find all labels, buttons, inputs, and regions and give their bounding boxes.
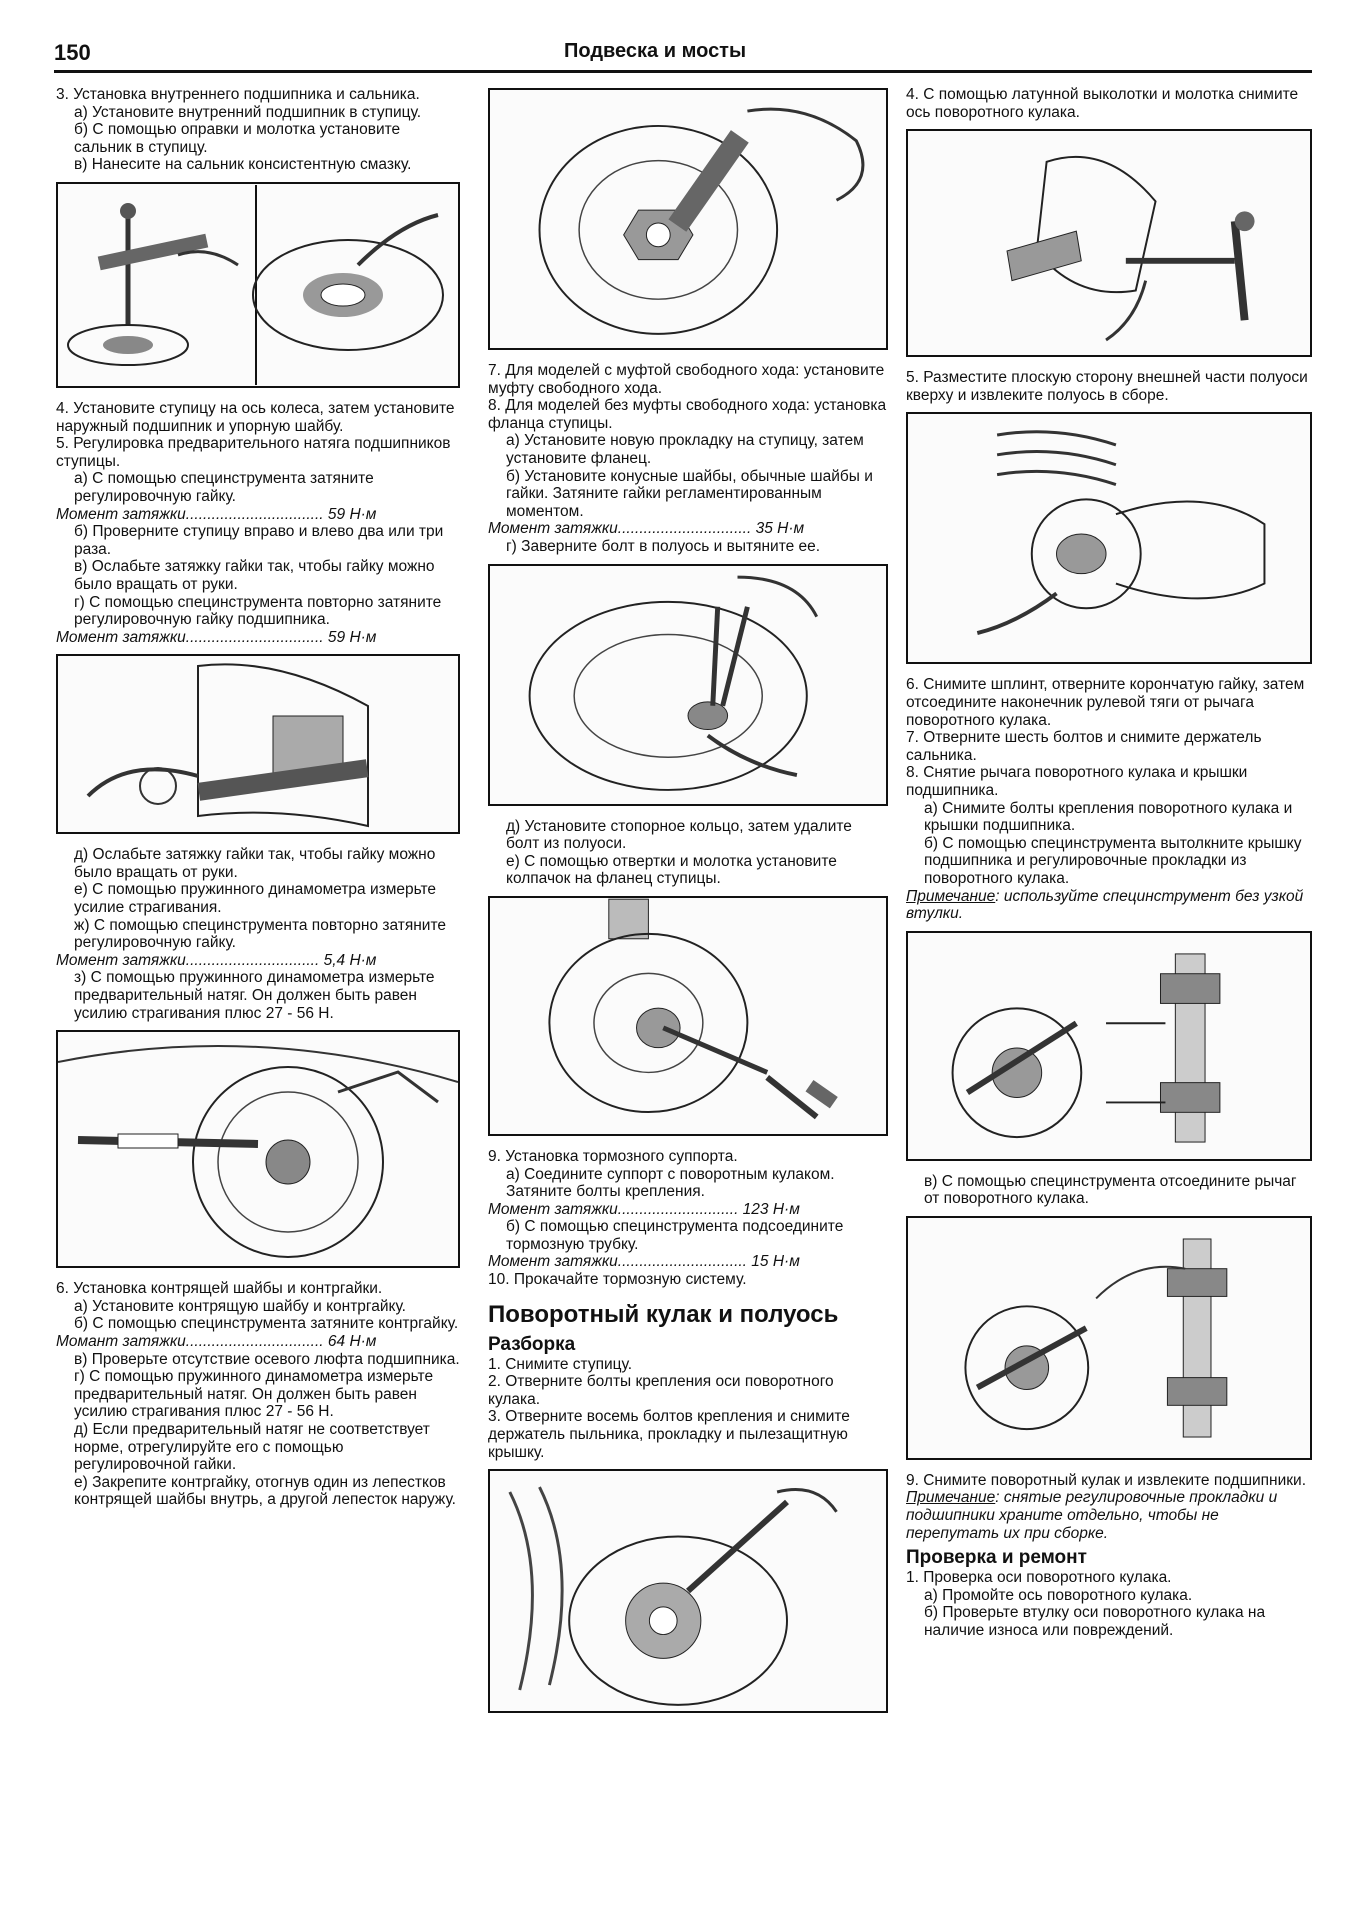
figure-spindle-removal xyxy=(906,129,1312,358)
step-10: 10. Прокачайте тормозную систему. xyxy=(488,1271,747,1289)
disassembly-6: 6. Снимите шплинт, отверните корончатую … xyxy=(906,676,1305,729)
inspection-1b: б) Проверьте втулку оси поворотного кула… xyxy=(924,1604,1266,1640)
column-middle: 7. Для моделей с муфтой свободного хода:… xyxy=(488,78,888,1725)
step-4: 4. Установите ступицу на ось колеса, зат… xyxy=(56,399,455,435)
note-1: Примечание: используйте специнструмент б… xyxy=(906,888,1312,923)
step-3: 3. Установка внутреннего подшипника и са… xyxy=(56,86,420,103)
torque-35: Момент затяжки..........................… xyxy=(488,520,805,538)
note-1-label: Примечание xyxy=(906,887,996,905)
step-3b: б) С помощью оправки и молотка установит… xyxy=(74,121,401,156)
disassembly-4: 4. С помощью латунной выколотки и молотк… xyxy=(906,86,1299,121)
spindle-removal-illustration xyxy=(1006,156,1255,342)
page-header: 150 Подвеска и мосты xyxy=(54,38,1312,73)
hub-dynamometer-illustration xyxy=(58,1045,458,1259)
hub-nut-tool-illustration xyxy=(538,107,865,335)
axle-removal-illustration xyxy=(976,430,1266,636)
knuckle-bolts-illustration xyxy=(508,1486,838,1707)
torque-15: Момент затяжки..........................… xyxy=(488,1253,800,1271)
step-8d: д) Установите стопорное кольцо, затем уд… xyxy=(506,817,852,853)
step-6d: г) С помощью пружинного динамометра изме… xyxy=(74,1368,434,1421)
torque-123: Момент затяжки..........................… xyxy=(488,1200,800,1218)
disassembly-5: 5. Разместите плоскую сторону внешней ча… xyxy=(906,369,1308,404)
step-9: 9. Установка тормозного суппорта. xyxy=(488,1147,738,1165)
step-3a: а) Установите внутренний подшипник в сту… xyxy=(74,103,422,121)
figure-axle-removal xyxy=(906,412,1312,665)
step-6f: е) Закрепите контргайку, отогнув один из… xyxy=(74,1473,456,1509)
figure-knuckle-bolts xyxy=(488,1469,888,1714)
step-6b: б) С помощью специнструмента затяните ко… xyxy=(74,1315,459,1333)
step-5c: в) Ослабьте затяжку гайки так, чтобы гай… xyxy=(74,558,435,593)
step-6a: а) Установите контрящую шайбу и контргай… xyxy=(74,1297,406,1315)
torque-59-1: Момент затяжки..........................… xyxy=(56,505,377,523)
figure-hub-nut-tool xyxy=(488,88,888,350)
disassembly-9: 9. Снимите поворотный кулак и извлеките … xyxy=(906,1471,1307,1489)
disassembly-8b: б) С помощью специнструмента вытолкните … xyxy=(924,834,1302,887)
disassembly-8: 8. Снятие рычага поворотного кулака и кр… xyxy=(906,764,1248,799)
torque-5-4: Момент затяжки..........................… xyxy=(56,951,377,969)
figure-hub-dynamometer xyxy=(56,1030,460,1269)
axle-pull-illustration xyxy=(528,575,819,791)
step-6: 6. Установка контрящей шайбы и контргайк… xyxy=(56,1280,383,1298)
step-8b: б) Установите конусные шайбы, обычные ша… xyxy=(506,467,873,520)
step-5g: ж) С помощью специнструмента повторно за… xyxy=(74,916,447,952)
disassembly-8a: а) Снимите болты крепления поворотного к… xyxy=(924,799,1293,835)
heading-knuckle: Поворотный кулак и полуось xyxy=(488,1300,839,1328)
disassembly-7: 7. Отверните шесть болтов и снимите держ… xyxy=(906,729,1262,764)
disassembly-1: 1. Снимите ступицу. xyxy=(488,1355,633,1373)
step-8e: е) С помощью отвертки и молотка установи… xyxy=(506,852,837,888)
bearing-install-illustration xyxy=(67,184,444,385)
step-5b: б) Проверните ступицу вправо и влево два… xyxy=(74,523,444,558)
step-9b: б) С помощью специнструмента подсоединит… xyxy=(506,1218,844,1253)
disassembly-3: 3. Отверните восемь болтов крепления и с… xyxy=(488,1408,850,1461)
step-3c: в) Нанесите на сальник консистентную сма… xyxy=(74,156,412,174)
step-5f: е) С помощью пружинного динамометра изме… xyxy=(74,881,437,917)
step-5e: д) Ослабьте затяжку гайки так, чтобы гай… xyxy=(74,846,436,881)
disassembly-2: 2. Отверните болты крепления оси поворот… xyxy=(488,1373,834,1408)
disassembly-8c: в) С помощью специнструмента отсоедините… xyxy=(924,1172,1297,1208)
figure-nut-tightening xyxy=(56,654,460,835)
cap-install-illustration xyxy=(548,898,838,1120)
note-2: Примечание: снятые регулировочные прокла… xyxy=(906,1489,1312,1542)
step-5: 5. Регулировка предварительного натяга п… xyxy=(56,435,451,470)
step-9a: а) Соедините суппорт с поворотным кулако… xyxy=(506,1165,835,1201)
figure-arm-puller xyxy=(906,930,1312,1161)
step-8c: г) Заверните болт в полуось и вытяните е… xyxy=(506,537,821,555)
step-7: 7. Для моделей с муфтой свободного хода:… xyxy=(488,362,885,397)
nut-tightening-illustration xyxy=(86,663,369,828)
figure-axle-pull xyxy=(488,563,888,806)
note-2-label: Примечание xyxy=(906,1489,996,1507)
step-5d: г) С помощью специнструмента повторно за… xyxy=(74,593,442,629)
step-6c: в) Проверьте отсутствие осевого люфта по… xyxy=(74,1350,460,1368)
figure-cap-install xyxy=(488,895,888,1136)
figure-bearing-install xyxy=(56,181,460,388)
inspection-1: 1. Проверка оси поворотного кулака. xyxy=(906,1569,1172,1587)
note-2-text: : снятые регулировочные прокладки и подш… xyxy=(906,1489,1278,1542)
knuckle-removal-illustration xyxy=(964,1238,1228,1438)
step-5a: а) С помощью специнструмента затяните ре… xyxy=(74,470,374,505)
section-title: Подвеска и мосты xyxy=(564,40,747,62)
step-6e: д) Если предварительный натяг не соответ… xyxy=(74,1420,430,1474)
step-8: 8. Для моделей без муфты свободного хода… xyxy=(488,397,887,432)
heading-inspection: Проверка и ремонт xyxy=(906,1547,1087,1569)
page-number: 150 xyxy=(54,40,91,65)
torque-64: Момант затяжки..........................… xyxy=(56,1333,377,1350)
torque-59-2: Момент затяжки..........................… xyxy=(56,628,377,646)
figure-knuckle-removal xyxy=(906,1215,1312,1460)
step-8a: а) Установите новую прокладку на ступицу… xyxy=(506,432,864,467)
note-1-text: : используйте специнструмент без узкой в… xyxy=(906,887,1304,923)
column-left: 3. Установка внутреннего подшипника и са… xyxy=(56,86,460,1509)
inspection-1a: а) Промойте ось поворотного кулака. xyxy=(924,1586,1193,1604)
heading-disassembly: Разборка xyxy=(488,1333,576,1355)
column-right: 4. С помощью латунной выколотки и молотк… xyxy=(906,86,1312,1640)
arm-puller-illustration xyxy=(951,953,1221,1143)
step-5h: з) С помощью пружинного динамометра изме… xyxy=(74,969,435,1022)
